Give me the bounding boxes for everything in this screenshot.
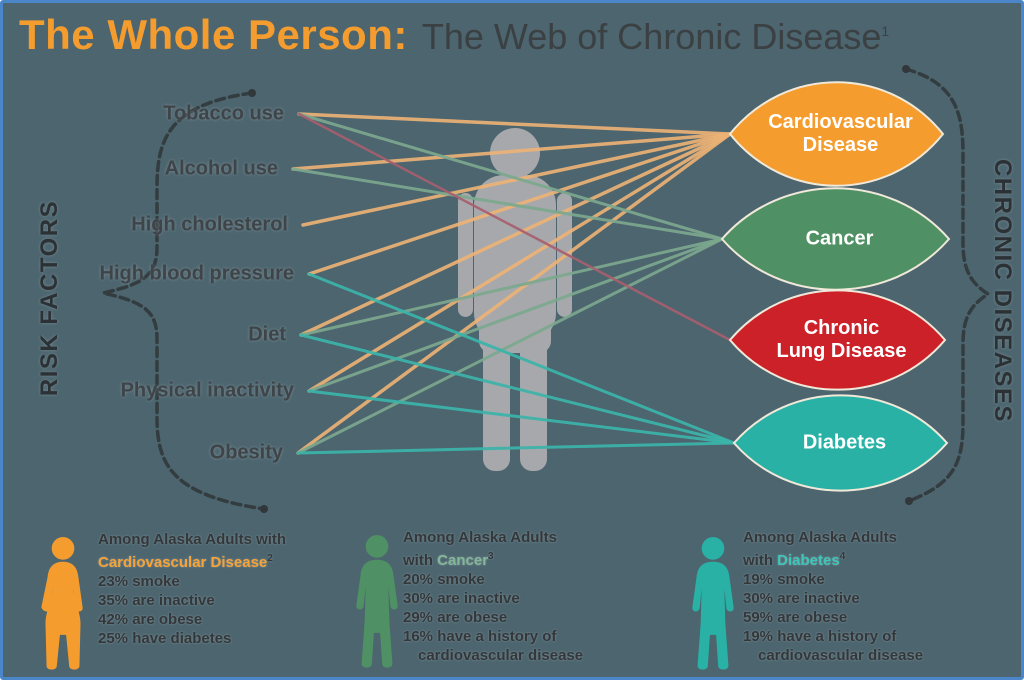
connection-line-cvd-factor-0 bbox=[297, 112, 732, 136]
risk-factor-label-2: High cholesterol bbox=[131, 213, 288, 236]
connection-line-cvd-factor-2 bbox=[301, 132, 732, 227]
disease-label-cancer: Cancer bbox=[805, 227, 874, 250]
stat-line: 30% are inactive bbox=[403, 590, 520, 607]
stat-line: cardiovascular disease bbox=[758, 647, 924, 664]
page-title: The Whole Person: The Web of Chronic Dise… bbox=[19, 11, 889, 59]
stat-disease-name: Cardiovascular Disease bbox=[98, 554, 268, 571]
chronic-diseases-axis-label: CHRONIC DISEASES bbox=[989, 158, 1016, 424]
disease-label-cvd: Cardiovascular Disease bbox=[768, 111, 913, 156]
connection-line-cancer-factor-1 bbox=[291, 167, 724, 241]
connection-lines bbox=[291, 112, 736, 455]
risk-factor-label-5: Physical inactivity bbox=[120, 379, 294, 402]
stat-disease-prefix: with bbox=[743, 552, 778, 569]
stat-disease-prefix: with bbox=[403, 552, 438, 569]
title-subtitle-text: The Web of Chronic Disease bbox=[421, 16, 882, 57]
stat-person-icon-1 bbox=[356, 535, 398, 668]
stat-disease-name: Cancer bbox=[437, 552, 489, 569]
stat-person-icon-0 bbox=[41, 537, 83, 670]
stat-line: cardiovascular disease bbox=[418, 647, 584, 664]
stat-line: 30% are inactive bbox=[743, 590, 860, 607]
stat-line: 23% smoke bbox=[98, 573, 180, 590]
title-subtitle: The Web of Chronic Disease1 bbox=[422, 16, 889, 57]
connection-line-cvd-factor-5 bbox=[307, 132, 732, 393]
risk-factors-axis-label: RISK FACTORS bbox=[36, 199, 63, 397]
stat-line: 59% are obese bbox=[743, 609, 848, 626]
stat-line: 16% have a history of bbox=[403, 628, 557, 645]
risk-factor-label-4: Diet bbox=[248, 323, 286, 346]
risk-factor-label-6: Obesity bbox=[209, 441, 283, 464]
risk-factor-label-3: High blood pressure bbox=[99, 262, 294, 285]
stat-line: 42% are obese bbox=[98, 611, 203, 628]
connection-line-cancer-factor-6 bbox=[296, 237, 724, 455]
stat-footnote-sup: 2 bbox=[267, 553, 273, 564]
stat-intro: Among Alaska Adults with bbox=[98, 531, 287, 548]
risk-factor-label-0: Tobacco use bbox=[163, 102, 284, 125]
stat-line: 35% are inactive bbox=[98, 592, 215, 609]
connection-line-lung-factor-0 bbox=[297, 112, 732, 342]
stat-line: 29% are obese bbox=[403, 609, 508, 626]
connection-line-diabetes-factor-3 bbox=[307, 272, 736, 445]
stat-disease-line: Cardiovascular Disease2 bbox=[98, 549, 286, 572]
stat-line: 19% smoke bbox=[743, 571, 825, 588]
title-accent: The Whole Person: bbox=[19, 11, 408, 58]
person-silhouette bbox=[458, 128, 572, 471]
disease-label-diabetes: Diabetes bbox=[802, 431, 887, 454]
disease-label-lung: Chronic Lung Disease bbox=[776, 317, 907, 362]
title-footnote-sup: 1 bbox=[881, 23, 890, 39]
stat-line: 25% have diabetes bbox=[98, 630, 232, 647]
connection-line-cancer-factor-0 bbox=[297, 112, 724, 241]
stat-intro: Among Alaska Adults bbox=[743, 529, 897, 546]
connection-line-cvd-factor-1 bbox=[291, 132, 732, 171]
connection-line-cvd-factor-4 bbox=[299, 132, 732, 337]
stat-footnote-sup: 4 bbox=[839, 551, 846, 562]
connection-line-cancer-factor-4 bbox=[299, 237, 724, 337]
connection-line-cvd-factor-3 bbox=[307, 132, 732, 276]
stat-disease-line: with Cancer3 bbox=[403, 547, 583, 570]
chronic-diseases-brace-icon bbox=[902, 65, 992, 505]
connection-line-diabetes-factor-5 bbox=[307, 389, 736, 445]
stat-line: 20% smoke bbox=[403, 571, 485, 588]
stat-footnote-sup: 3 bbox=[488, 551, 494, 562]
connection-line-diabetes-factor-6 bbox=[296, 441, 736, 455]
stat-intro: Among Alaska Adults bbox=[403, 529, 557, 546]
connection-line-diabetes-factor-4 bbox=[299, 333, 736, 445]
risk-factor-label-1: Alcohol use bbox=[164, 157, 278, 180]
stat-disease-line: with Diabetes4 bbox=[743, 547, 923, 570]
stat-disease-name: Diabetes bbox=[777, 552, 840, 569]
stat-line: 19% have a history of bbox=[743, 628, 897, 645]
connection-line-cancer-factor-5 bbox=[307, 237, 724, 393]
stat-person-icon-2 bbox=[692, 537, 734, 670]
connection-line-cvd-factor-6 bbox=[296, 132, 732, 455]
